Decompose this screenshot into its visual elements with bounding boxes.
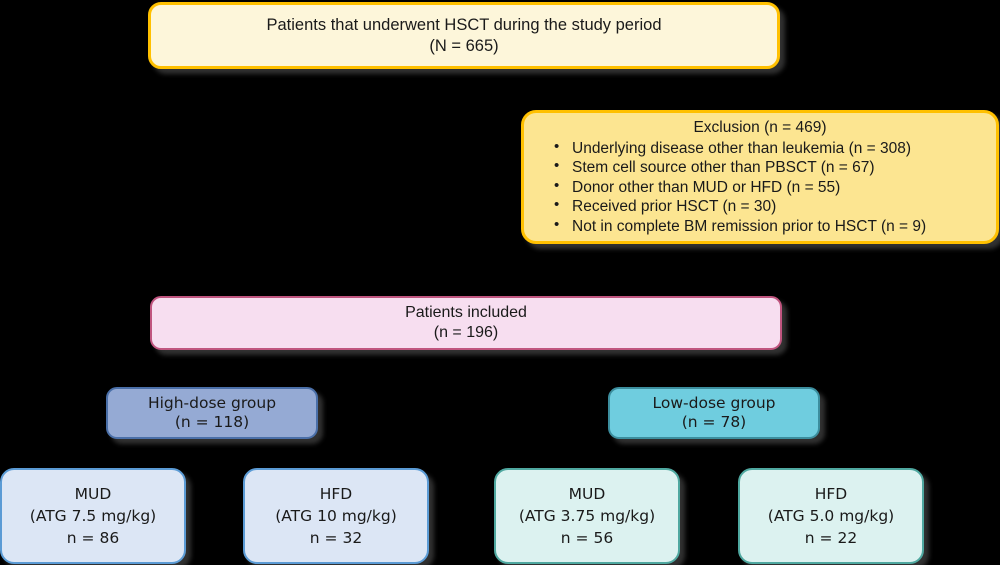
node-hfd-high-line1: HFD bbox=[319, 485, 353, 503]
node-mud-low-line1: MUD bbox=[568, 485, 606, 503]
node-mud-high-line3: n = 86 bbox=[66, 529, 120, 547]
node-mud-high-line1: MUD bbox=[74, 485, 112, 503]
node-high-dose-line2: (n = 118) bbox=[174, 413, 250, 431]
exclusion-item: Received prior HSCT (n = 30) bbox=[552, 196, 926, 217]
node-patients-included: Patients included (n = 196) bbox=[150, 296, 782, 350]
node-mud-high-line2: (ATG 7.5 mg/kg) bbox=[29, 507, 157, 525]
node-mud-high-dose: MUD (ATG 7.5 mg/kg) n = 86 bbox=[0, 468, 186, 564]
node-high-dose-line1: High-dose group bbox=[147, 394, 277, 413]
node-patients-screened: Patients that underwent HSCT during the … bbox=[148, 2, 780, 69]
exclusion-criteria-list: Underlying disease other than leukemia (… bbox=[552, 138, 926, 237]
exclusion-item: Donor other than MUD or HFD (n = 55) bbox=[552, 177, 926, 198]
node-exclusion-title: Exclusion (n = 469) bbox=[693, 119, 827, 136]
node-mud-low-line2: (ATG 3.75 mg/kg) bbox=[518, 507, 656, 525]
node-included-line1: Patients included bbox=[405, 304, 527, 322]
node-mud-low-dose: MUD (ATG 3.75 mg/kg) n = 56 bbox=[494, 468, 680, 564]
node-hfd-low-line3: n = 22 bbox=[804, 529, 858, 547]
node-low-dose-group: Low-dose group (n = 78) bbox=[608, 387, 820, 439]
node-high-dose-group: High-dose group (n = 118) bbox=[106, 387, 318, 439]
node-hfd-low-line1: HFD bbox=[814, 485, 848, 503]
exclusion-item: Not in complete BM remission prior to HS… bbox=[552, 216, 926, 237]
exclusion-item: Underlying disease other than leukemia (… bbox=[552, 138, 926, 159]
node-low-dose-line2: (n = 78) bbox=[681, 413, 747, 431]
node-hfd-high-line3: n = 32 bbox=[309, 529, 363, 547]
exclusion-item: Stem cell source other than PBSCT (n = 6… bbox=[552, 157, 926, 178]
node-hfd-low-line2: (ATG 5.0 mg/kg) bbox=[767, 507, 895, 525]
node-screened-line2: (N = 665) bbox=[429, 36, 499, 55]
node-included-line2: (n = 196) bbox=[433, 324, 499, 341]
node-hfd-high-line2: (ATG 10 mg/kg) bbox=[275, 507, 397, 525]
node-low-dose-line1: Low-dose group bbox=[652, 394, 776, 413]
node-screened-line1: Patients that underwent HSCT during the … bbox=[266, 16, 662, 35]
node-hfd-high-dose: HFD (ATG 10 mg/kg) n = 32 bbox=[243, 468, 429, 564]
node-hfd-low-dose: HFD (ATG 5.0 mg/kg) n = 22 bbox=[738, 468, 924, 564]
node-exclusion: Exclusion (n = 469) Underlying disease o… bbox=[521, 110, 999, 244]
node-mud-low-line3: n = 56 bbox=[560, 529, 614, 547]
